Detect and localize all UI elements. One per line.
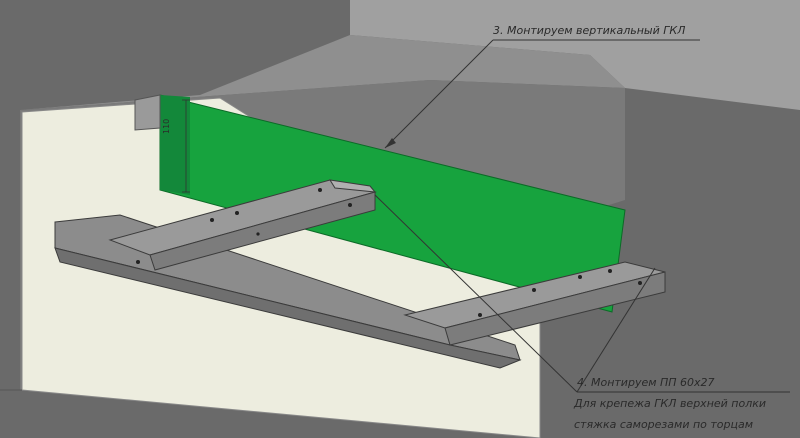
- leader-line-step4-b: [576, 267, 656, 393]
- upper-guide-profile: [134, 94, 161, 131]
- leader-line-step4-a: [374, 194, 578, 393]
- leader-line-step3: [384, 39, 494, 149]
- ceiling-slab-front: [350, 0, 800, 110]
- step4-annotation: 4. Монтируем ПП 60х27: [577, 376, 715, 389]
- note-line-2: стяжка саморезами по торцам: [574, 418, 754, 431]
- screws: [136, 188, 642, 317]
- ceiling-underside: [20, 35, 625, 110]
- step3-annotation: 3. Монтируем вертикальный ГКЛ: [493, 24, 686, 37]
- gypsum-board-edge: [160, 95, 190, 195]
- note-line-1: Для крепежа ГКЛ верхней полки: [574, 397, 767, 410]
- dimension-label: 110: [162, 118, 171, 134]
